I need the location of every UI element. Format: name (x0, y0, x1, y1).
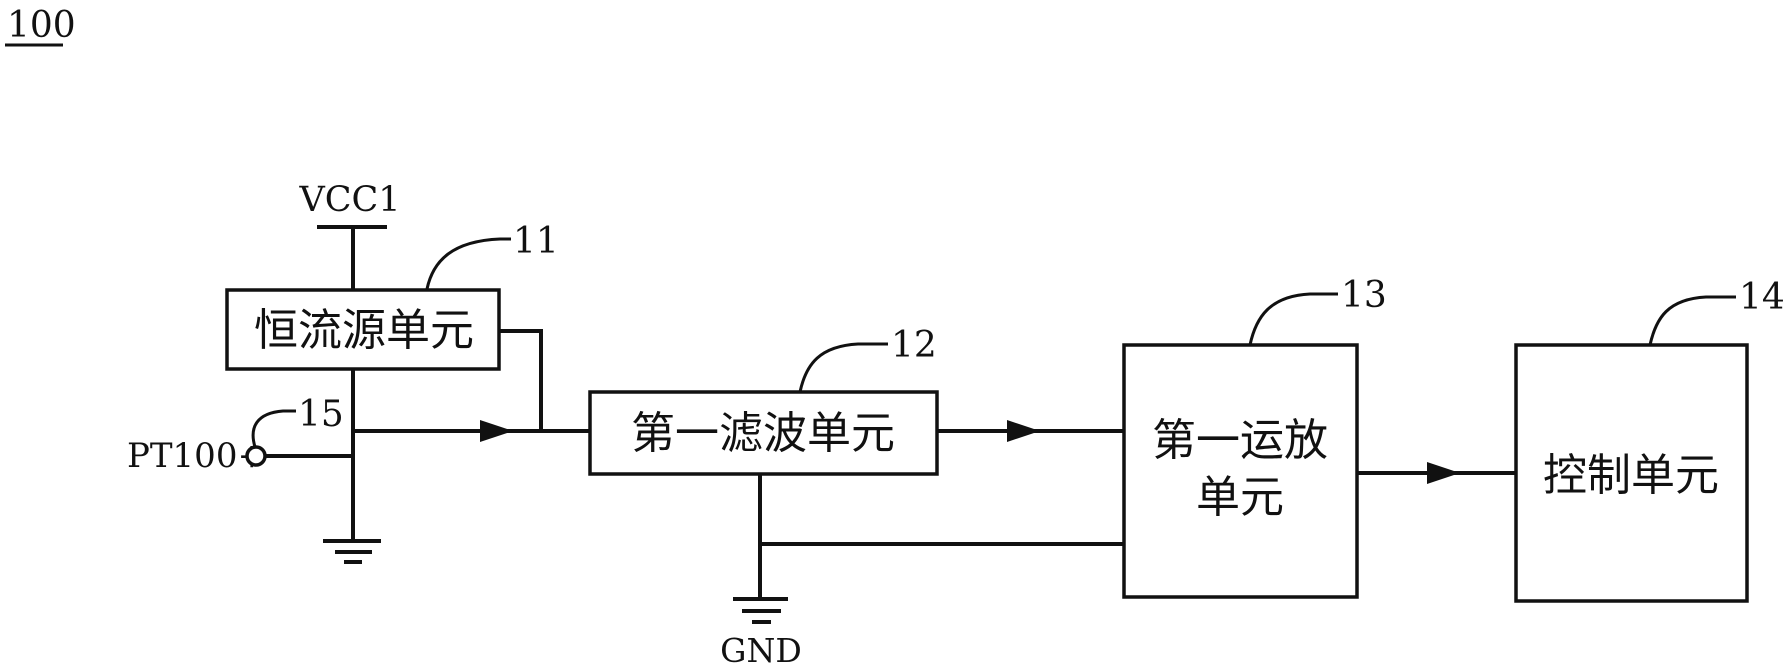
leader-line-12 (798, 342, 888, 393)
pt100-terminal-label: PT100+ (127, 436, 266, 476)
ground-symbol-bottom-icon (733, 597, 788, 624)
ground-symbol-left-icon (323, 539, 381, 564)
block-first-filter-label: 第一滤波单元 (631, 408, 895, 459)
block-first-opamp-label-line2: 单元 (1196, 472, 1284, 523)
block-constant-current-source-label: 恒流源单元 (254, 305, 474, 356)
arrowhead-to-filter-icon (480, 420, 513, 442)
ref-13-label: 13 (1341, 275, 1387, 316)
vcc1-label: VCC1 (298, 180, 400, 220)
ref-14-label: 14 (1739, 277, 1784, 318)
arrowhead-to-control-icon (1427, 462, 1460, 484)
block-first-filter (588, 390, 939, 476)
block-constant-current-source (225, 288, 501, 371)
figure-number: 100 (7, 5, 76, 46)
block-control (1514, 343, 1749, 603)
block-first-opamp-label-line1: 第一运放 (1152, 415, 1328, 466)
leader-line-11 (425, 237, 511, 290)
ref-12-label: 12 (891, 325, 937, 366)
leader-line-15 (251, 409, 296, 448)
leader-line-14 (1648, 295, 1736, 346)
ref-11-label: 11 (513, 221, 559, 262)
pt100-terminal-icon (245, 445, 267, 467)
block-first-opamp (1122, 343, 1359, 599)
arrowhead-to-opamp-icon (1007, 420, 1040, 442)
ref-15-label: 15 (298, 394, 344, 435)
gnd-label: GND (720, 631, 802, 670)
leader-line-13 (1248, 292, 1338, 346)
block-control-label: 控制单元 (1543, 450, 1719, 501)
